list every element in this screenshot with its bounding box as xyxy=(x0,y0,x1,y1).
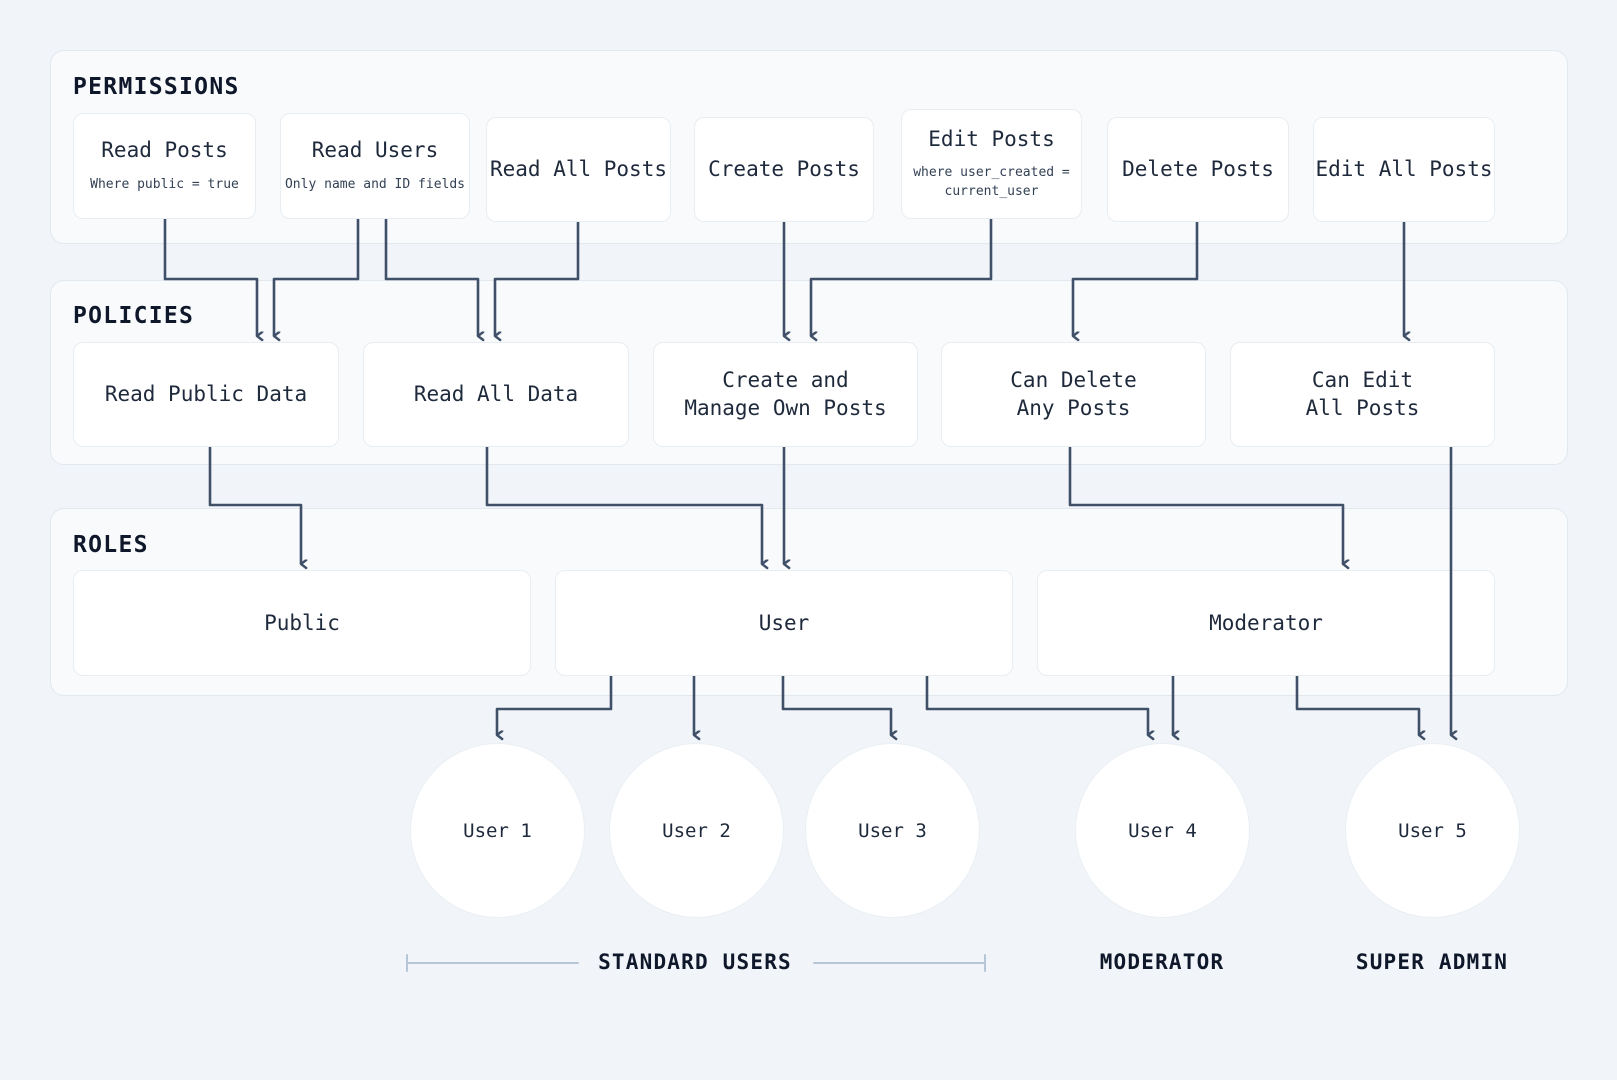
permission-card[interactable]: Read Posts Where public = true xyxy=(73,113,256,219)
policy-card[interactable]: Read All Data xyxy=(363,342,629,447)
permission-title: Delete Posts xyxy=(1122,156,1274,181)
role-card-public[interactable]: Public xyxy=(73,570,531,676)
section-title-policies: POLICIES xyxy=(73,303,195,329)
role-label: Moderator xyxy=(1209,611,1323,635)
user-node[interactable]: User 3 xyxy=(805,743,980,918)
user-label: User 4 xyxy=(1128,819,1197,842)
group-label-moderator: MODERATOR xyxy=(1099,950,1225,974)
permission-title: Create Posts xyxy=(708,156,860,181)
standard-users-bracket xyxy=(406,954,986,972)
user-label: User 2 xyxy=(662,819,731,842)
user-node[interactable]: User 4 xyxy=(1075,743,1250,918)
permission-title: Edit All Posts xyxy=(1315,156,1493,181)
policy-title: Can Delete Any Posts xyxy=(1010,368,1137,420)
user-label: User 5 xyxy=(1398,819,1467,842)
policy-title: Create and Manage Own Posts xyxy=(684,368,887,420)
permission-card[interactable]: Delete Posts xyxy=(1107,117,1289,222)
user-label: User 3 xyxy=(858,819,927,842)
permission-title: Read Users xyxy=(311,138,439,163)
permission-title: Read Posts xyxy=(101,138,228,163)
role-card-user[interactable]: User xyxy=(555,570,1013,676)
role-label: Public xyxy=(264,611,340,635)
user-node[interactable]: User 5 xyxy=(1345,743,1520,918)
policy-title: Can Edit All Posts xyxy=(1305,368,1420,420)
policy-card[interactable]: Create and Manage Own Posts xyxy=(653,342,918,447)
user-node[interactable]: User 1 xyxy=(410,743,585,918)
group-label-super-admin: SUPER ADMIN xyxy=(1355,950,1509,974)
policy-title: Read Public Data xyxy=(104,381,308,406)
user-label: User 1 xyxy=(463,819,532,842)
permission-card[interactable]: Edit All Posts xyxy=(1313,117,1495,222)
role-label: User xyxy=(758,611,810,635)
permission-card[interactable]: Read All Posts xyxy=(486,117,671,222)
permission-card[interactable]: Read Users Only name and ID fields xyxy=(280,113,470,219)
policy-title: Read All Data xyxy=(413,381,579,406)
policy-card[interactable]: Read Public Data xyxy=(73,342,339,447)
permission-subtitle: Where public = true xyxy=(90,176,239,192)
user-node[interactable]: User 2 xyxy=(609,743,784,918)
role-card-moderator[interactable]: Moderator xyxy=(1037,570,1495,676)
permission-title: Edit Posts xyxy=(928,127,1055,151)
section-title-permissions: PERMISSIONS xyxy=(73,74,240,100)
permission-subtitle: Only name and ID fields xyxy=(284,176,465,192)
permission-subtitle: where user_created = current_user xyxy=(913,165,1070,200)
permission-card[interactable]: Create Posts xyxy=(694,117,874,222)
policy-card[interactable]: Can Edit All Posts xyxy=(1230,342,1495,447)
policy-card[interactable]: Can Delete Any Posts xyxy=(941,342,1206,447)
permission-title: Read All Posts xyxy=(489,156,667,181)
section-title-roles: ROLES xyxy=(73,532,149,558)
group-label-standard-users: STANDARD USERS xyxy=(598,950,792,974)
permission-card[interactable]: Edit Posts where user_created = current_… xyxy=(901,109,1082,219)
